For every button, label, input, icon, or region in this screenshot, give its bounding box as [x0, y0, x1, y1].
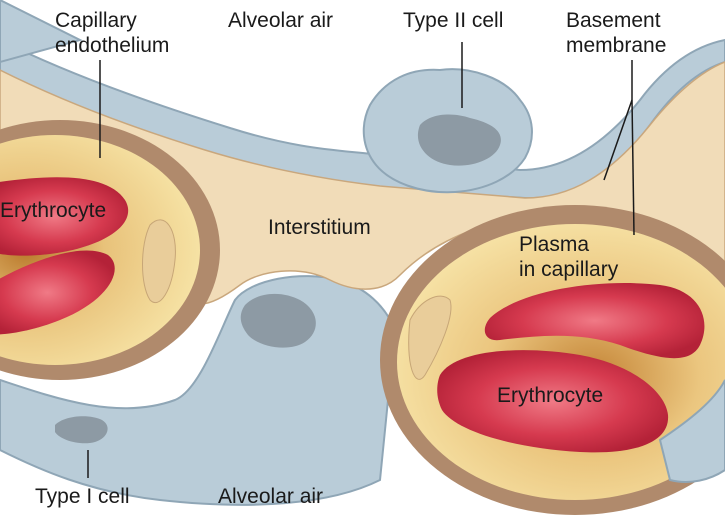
type-ii-nucleus — [417, 114, 501, 166]
label-basement-membrane: Basement membrane — [566, 8, 666, 58]
left-endothelial-cell — [142, 219, 176, 303]
label-type-i-cell: Type I cell — [35, 485, 130, 508]
label-basement-membrane-line-2: membrane — [566, 34, 667, 57]
left-erythrocyte-1 — [0, 177, 129, 256]
label-alveolar-air-top: Alveolar air — [228, 9, 334, 32]
label-capillary-endothelium-line-2: endothelium — [55, 34, 170, 57]
label-capillary-endothelium: Capillary endothelium — [55, 8, 169, 58]
right-erythrocyte-2 — [437, 350, 669, 453]
right-epithelium — [658, 379, 725, 483]
label-plasma-in-capillary: Plasma in capillary — [519, 232, 618, 282]
left-erythrocyte-2 — [0, 250, 115, 335]
label-plasma-line-2: in capillary — [519, 258, 619, 281]
label-alveolar-air-bottom: Alveolar air — [218, 485, 324, 508]
label-plasma-line-1: Plasma — [519, 233, 590, 256]
upper-epithelium-left — [0, 0, 83, 64]
label-basement-membrane-line-1: Basement — [566, 9, 661, 32]
label-capillary-endothelium-line-1: Capillary — [55, 9, 137, 32]
label-erythrocyte-left: Erythrocyte — [0, 199, 107, 222]
leader-basement-3 — [631, 99, 635, 236]
lower-cell-nucleus — [240, 293, 316, 348]
label-erythrocyte-right: Erythrocyte — [497, 384, 604, 407]
leader-basement-2 — [603, 99, 633, 181]
type-i-nucleus — [55, 416, 108, 444]
right-endothelial-cell — [408, 295, 452, 380]
label-type-ii-cell: Type II cell — [403, 9, 504, 32]
label-interstitium: Interstitium — [268, 216, 371, 239]
right-erythrocyte-1 — [484, 283, 705, 359]
